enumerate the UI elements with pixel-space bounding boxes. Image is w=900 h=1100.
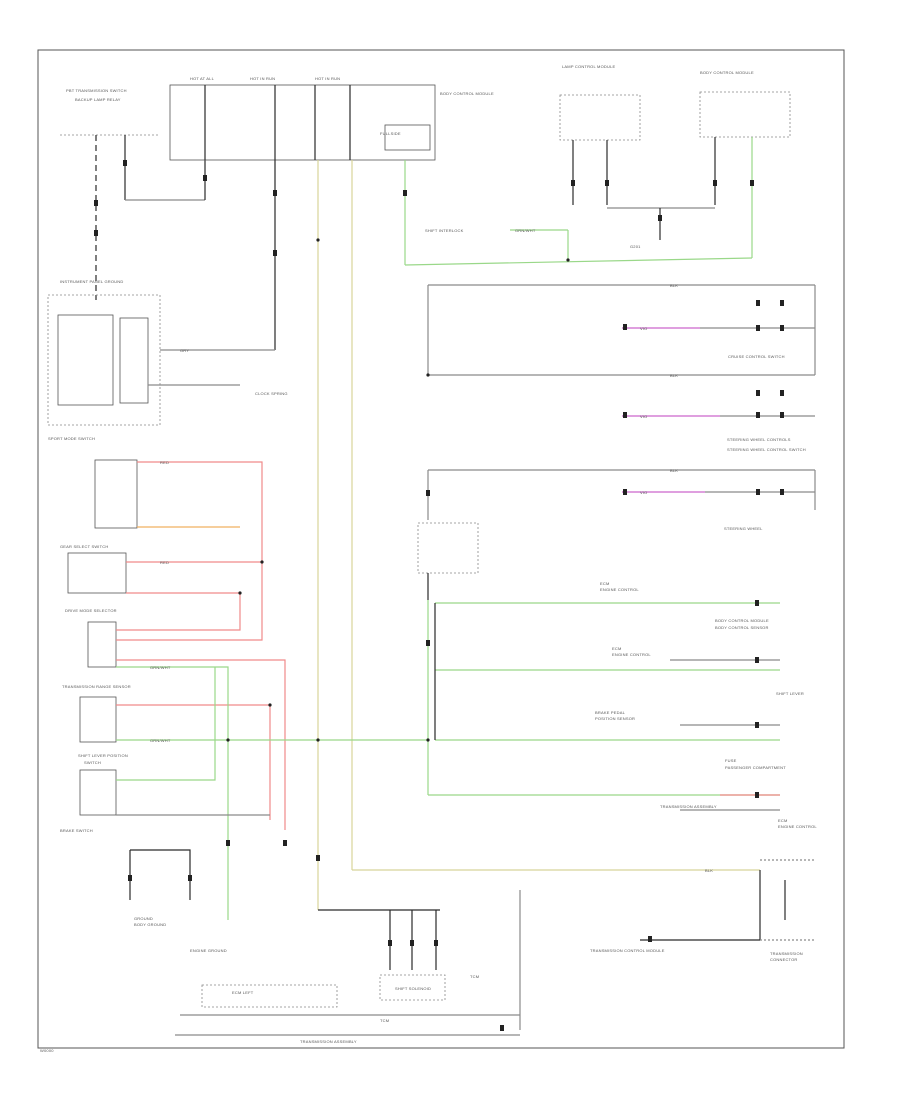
right-c4-label: SHIFT LEVER	[776, 691, 804, 696]
wire-label-1: GRY	[180, 348, 189, 353]
module-right-label: BODY CONTROL MODULE	[440, 91, 494, 96]
wire-label-6: GRN/WHT	[515, 228, 536, 233]
red-wire-1	[116, 461, 263, 641]
green-wire-left	[116, 666, 229, 920]
right-c3-sublabel: ENGINE CONTROL	[612, 652, 651, 657]
module-mid-label: HOT IN RUN	[315, 76, 340, 81]
cruise-control-label: CRUISE CONTROL SWITCH	[728, 354, 785, 359]
transmission-range-label: TRANSMISSION RANGE SENSOR	[62, 684, 131, 689]
shift-lever-position-label: SHIFT LEVER POSITION	[78, 753, 128, 758]
wire-label-11: VIO	[640, 414, 648, 419]
right-c1-label: ECM	[600, 581, 610, 586]
left-top-module-label: LAMP CONTROL MODULE	[562, 64, 615, 69]
top-center-module: HOT AT ALL HOT IN RUN HOT IN RUN BODY CO…	[169, 76, 494, 161]
top-left-switch-label: PBT TRANSMISSION SWITCH	[66, 88, 127, 93]
shift-interlock-label: SHIFT INTERLOCK	[425, 228, 464, 233]
transmission-connector-block: TRANSMISSION CONTROL MODULE TRANSMISSION…	[590, 859, 815, 962]
wire-label-13: BLK	[705, 868, 713, 873]
module-left-label-b: HOT IN RUN	[250, 76, 275, 81]
shift-solenoid-label: SHIFT SOLENOID	[395, 986, 431, 991]
top-left-switch-sublabel: BACKUP LAMP RELAY	[75, 97, 121, 102]
module-right-sublabel: FULLSIDE	[380, 131, 401, 136]
right-c2-sublabel: BODY CONTROL SENSOR	[715, 625, 769, 630]
transmission-assembly-label: TRANSMISSION ASSEMBLY	[300, 1039, 357, 1044]
red-wire-3	[116, 592, 241, 631]
steering-wheel-controls-label: STEERING WHEEL CONTROLS	[727, 437, 791, 442]
top-right-modules: LAMP CONTROL MODULE BODY CONTROL MODULE …	[425, 64, 791, 260]
instrument-panel-ground-label: INSTRUMENT PANEL GROUND	[60, 279, 123, 284]
right-c5-sublabel: POSITION SENSOR	[595, 716, 635, 721]
wire-label-2: RED	[160, 460, 169, 465]
wire-label-4: GRN/WHT	[150, 665, 171, 670]
bottom-right-label: TRANSMISSION	[770, 951, 803, 956]
wire-label-3: RED	[160, 560, 169, 565]
shift-lever-sub-label: SWITCH	[84, 760, 101, 765]
right-top-module-label: BODY CONTROL MODULE	[700, 70, 754, 75]
instrument-panel-ground-block: INSTRUMENT PANEL GROUND CLOCK SPRING	[47, 279, 288, 426]
bottom-tcm-block: SHIFT SOLENOID ECM LEFT TCM TCM TRANSMIS…	[175, 890, 521, 1044]
wire-label-12: VIO	[640, 490, 648, 495]
ecm-left-label: ECM LEFT	[232, 990, 254, 995]
left-switch-blocks: SPORT MODE SWITCH GEAR SELECT SWITCH DRI…	[48, 436, 138, 833]
right-c5-label: BRAKE PEDAL	[595, 710, 626, 715]
right-c6-sublabel: PASSENGER COMPARTMENT	[725, 765, 786, 770]
right-c6-label: FUSE	[725, 758, 737, 763]
ground-junction-label: G201	[630, 244, 641, 249]
wire-code-labels: GRY RED RED GRN/WHT GRN/WHT GRN/WHT BLK …	[150, 228, 713, 873]
drive-mode-selector-label: DRIVE MODE SELECTOR	[65, 608, 117, 613]
steering-wheel-sub-label: STEERING WHEEL CONTROL SWITCH	[727, 447, 806, 452]
ground-left-label: GROUND	[134, 916, 153, 921]
ground-left-sublabel: BODY GROUND	[134, 922, 166, 927]
engine-ground-label: ENGINE GROUND	[190, 948, 227, 953]
bottom-right-sublabel: CONNECTOR	[770, 957, 798, 962]
corner-reference: W0000	[40, 1048, 54, 1053]
red-wire-4	[116, 659, 286, 830]
tcm-bottom-label: TCM	[380, 1018, 389, 1023]
wire-label-7: BLK	[670, 283, 678, 288]
brake-switch-label: BRAKE SWITCH	[60, 828, 93, 833]
right-c7-label: TRANSMISSION ASSEMBLY	[660, 804, 717, 809]
junction-dots	[226, 238, 570, 742]
wire-label-8: BLK	[670, 373, 678, 378]
right-c2-label: BODY CONTROL MODULE	[715, 618, 769, 623]
diagram-frame	[37, 49, 845, 1049]
right-c1-sublabel: ENGINE CONTROL	[600, 587, 639, 592]
right-c3-label: ECM	[612, 646, 622, 651]
right-c8-label: ECM	[778, 818, 788, 823]
wire-label-10: VIO	[640, 326, 648, 331]
wire-label-9: BLK	[670, 468, 678, 473]
transmission-control-module-label: TRANSMISSION CONTROL MODULE	[590, 948, 665, 953]
green-wire-loop	[116, 667, 216, 781]
right-c8-sublabel: ENGINE CONTROL	[778, 824, 817, 829]
gear-select-switch-label: GEAR SELECT SWITCH	[60, 544, 108, 549]
tcm-label: TCM	[470, 974, 479, 979]
sport-mode-switch-label: SPORT MODE SWITCH	[48, 436, 95, 441]
connector-markers	[94, 160, 784, 1031]
clock-spring-connector	[417, 522, 479, 574]
clock-spring-label: CLOCK SPRING	[255, 391, 288, 396]
right-connector-labels: ECM ENGINE CONTROL BODY CONTROL MODULE B…	[595, 581, 817, 829]
clock-spring-sub-label: STEERING WHEEL	[724, 526, 763, 531]
wire-label-5: GRN/WHT	[150, 738, 171, 743]
module-left-label-a: HOT AT ALL	[190, 76, 215, 81]
